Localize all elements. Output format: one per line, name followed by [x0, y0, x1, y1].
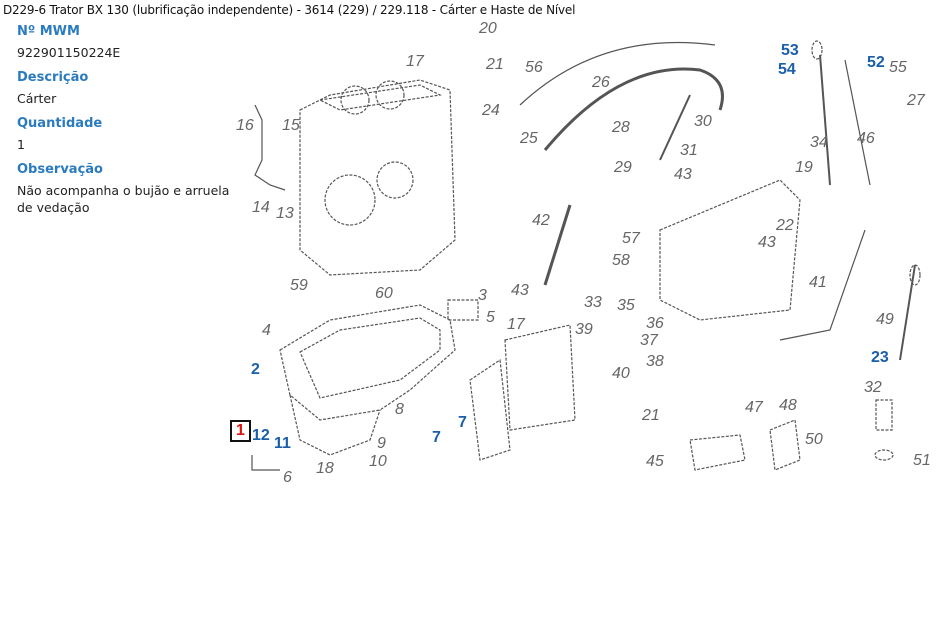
- callout[interactable]: 2: [251, 361, 260, 378]
- callout[interactable]: 8: [395, 401, 404, 418]
- callout[interactable]: 10: [369, 453, 387, 470]
- callout[interactable]: 15: [282, 117, 300, 134]
- callout[interactable]: 49: [876, 311, 894, 328]
- callout[interactable]: 17: [507, 316, 525, 333]
- callout[interactable]: 26: [592, 74, 610, 91]
- callout[interactable]: 11: [274, 435, 291, 452]
- observation-value: Não acompanha o bujão e arruela de vedaç…: [17, 183, 230, 215]
- callout[interactable]: 54: [778, 61, 796, 78]
- callout[interactable]: 16: [236, 117, 254, 134]
- callout[interactable]: 47: [745, 399, 763, 416]
- callout[interactable]: 34: [810, 134, 828, 151]
- callout[interactable]: 31: [680, 142, 698, 159]
- callout[interactable]: 57: [622, 230, 640, 247]
- callout[interactable]: 19: [795, 159, 813, 176]
- callout[interactable]: 45: [646, 453, 664, 470]
- quantity-value: 1: [17, 137, 25, 152]
- callout[interactable]: 21: [486, 56, 504, 73]
- callout[interactable]: 58: [612, 252, 630, 269]
- callout[interactable]: 25: [520, 130, 538, 147]
- mwm-value: 922901150224E: [17, 45, 121, 60]
- callout[interactable]: 42: [532, 212, 550, 229]
- callout[interactable]: 7: [432, 429, 441, 446]
- callout[interactable]: 27: [907, 92, 925, 109]
- callout[interactable]: 21: [642, 407, 660, 424]
- callout[interactable]: 43: [674, 166, 692, 183]
- callout[interactable]: 37: [640, 332, 658, 349]
- callout-selected[interactable]: 1: [230, 420, 251, 442]
- callout[interactable]: 56: [525, 59, 543, 76]
- description-label: Descrição: [17, 70, 89, 85]
- callout[interactable]: 40: [612, 365, 630, 382]
- callout[interactable]: 60: [375, 285, 393, 302]
- callout[interactable]: 48: [779, 397, 797, 414]
- callout[interactable]: 52: [867, 54, 885, 71]
- description-value: Cárter: [17, 91, 57, 106]
- callout[interactable]: 35: [617, 297, 635, 314]
- part-details: Nº MWM 922901150224E Descrição Cárter Qu…: [17, 24, 247, 216]
- callout[interactable]: 43: [758, 234, 776, 251]
- callout[interactable]: 55: [889, 59, 907, 76]
- callout[interactable]: 53: [781, 42, 799, 59]
- callout[interactable]: 23: [871, 349, 889, 366]
- callout[interactable]: 3: [478, 287, 487, 304]
- callout[interactable]: 7: [458, 414, 467, 431]
- callout[interactable]: 28: [612, 119, 630, 136]
- callout[interactable]: 41: [809, 274, 827, 291]
- callout[interactable]: 32: [864, 379, 882, 396]
- callout[interactable]: 36: [646, 315, 664, 332]
- callout[interactable]: 30: [694, 113, 712, 130]
- callout[interactable]: 20: [479, 20, 497, 37]
- callout[interactable]: 17: [406, 53, 424, 70]
- callout[interactable]: 38: [646, 353, 664, 370]
- callout[interactable]: 24: [482, 102, 500, 119]
- breadcrumb: D229-6 Trator BX 130 (lubrificação indep…: [3, 3, 576, 17]
- callout[interactable]: 9: [377, 435, 386, 452]
- callout[interactable]: 6: [283, 469, 292, 486]
- callout[interactable]: 50: [805, 431, 823, 448]
- mwm-label: Nº MWM: [17, 24, 80, 39]
- callout[interactable]: 39: [575, 321, 593, 338]
- observation-label: Observação: [17, 162, 103, 177]
- callout[interactable]: 46: [857, 130, 875, 147]
- callout[interactable]: 18: [316, 460, 334, 477]
- callout[interactable]: 33: [584, 294, 602, 311]
- callout[interactable]: 43: [511, 282, 529, 299]
- callout[interactable]: 13: [276, 205, 294, 222]
- quantity-label: Quantidade: [17, 116, 103, 131]
- callout[interactable]: 29: [614, 159, 632, 176]
- callout[interactable]: 14: [252, 199, 270, 216]
- callout[interactable]: 5: [486, 309, 495, 326]
- callout[interactable]: 59: [290, 277, 308, 294]
- callout[interactable]: 51: [913, 452, 931, 469]
- callout[interactable]: 4: [262, 322, 271, 339]
- callout[interactable]: 12: [252, 427, 270, 444]
- callout[interactable]: 22: [776, 217, 794, 234]
